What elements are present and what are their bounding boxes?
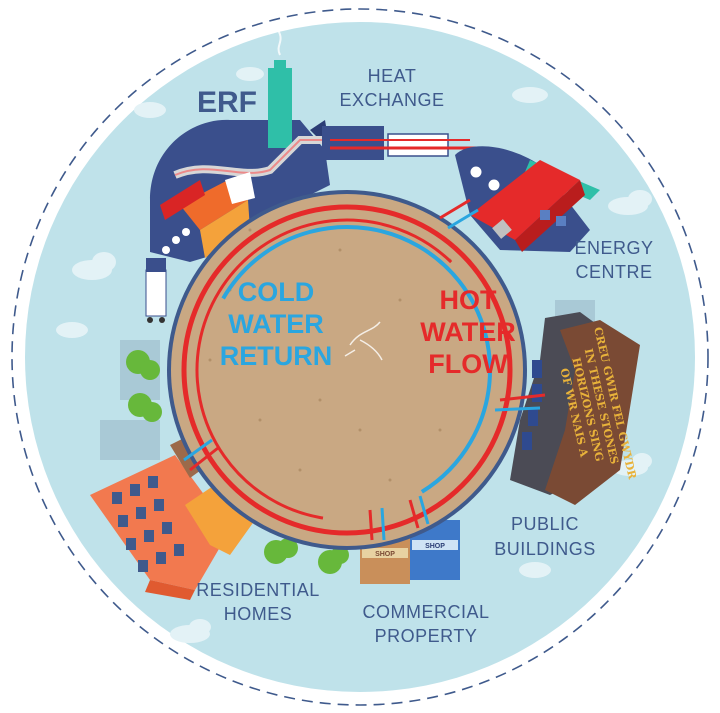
cold-water-pipe-loop bbox=[202, 225, 492, 515]
heat-exchange-line-1: HEAT bbox=[368, 66, 417, 86]
erf-chimney bbox=[268, 68, 292, 148]
energy-centre-label: ENERGY CENTRE bbox=[574, 238, 653, 282]
heat-exchange-line-2: EXCHANGE bbox=[339, 90, 444, 110]
residential-homes-label: RESIDENTIAL HOMES bbox=[196, 580, 320, 624]
cold-label-line-1: COLD bbox=[238, 277, 315, 307]
commercial-property-line-2: PROPERTY bbox=[375, 626, 478, 646]
public-building bbox=[510, 312, 640, 505]
commercial-property-line-1: COMMERCIAL bbox=[362, 602, 489, 622]
dashed-boundary-ring bbox=[11, 8, 709, 706]
residential-homes-line-2: HOMES bbox=[224, 604, 293, 624]
hot-label-line-3: FLOW bbox=[428, 349, 508, 379]
public-buildings-label: PUBLIC BUILDINGS bbox=[494, 514, 596, 559]
hot-label-line-2: WATER bbox=[420, 317, 516, 347]
cold-label-line-3: RETURN bbox=[220, 341, 333, 371]
erf-label: ERF bbox=[197, 86, 257, 119]
erf-furnace bbox=[160, 172, 255, 258]
energy-centre-line-1: ENERGY bbox=[574, 238, 653, 258]
cold-water-return-label: COLD WATER RETURN bbox=[220, 277, 333, 371]
public-buildings-line-2: BUILDINGS bbox=[494, 539, 596, 559]
clouds bbox=[56, 67, 652, 643]
residential-homes-line-1: RESIDENTIAL bbox=[196, 580, 320, 600]
trees bbox=[126, 350, 349, 574]
heat-exchange-label: HEAT EXCHANGE bbox=[339, 66, 444, 110]
hot-water-flow-label: HOT WATER FLOW bbox=[420, 285, 516, 379]
hot-water-pipe-loop bbox=[181, 204, 513, 536]
ground-disc bbox=[171, 194, 523, 546]
cold-label-line-2: WATER bbox=[228, 309, 324, 339]
public-buildings-line-1: PUBLIC bbox=[511, 514, 579, 534]
pipe-connections bbox=[183, 198, 546, 541]
delivery-truck bbox=[145, 258, 167, 323]
heat-exchange-unit bbox=[322, 126, 384, 160]
hot-label-line-1: HOT bbox=[440, 285, 498, 315]
shop-right-sign: SHOP bbox=[425, 543, 445, 550]
commercial-property-label: COMMERCIAL PROPERTY bbox=[362, 602, 489, 646]
hot-water-inner-pipe bbox=[195, 218, 499, 522]
energy-centre-line-2: CENTRE bbox=[575, 262, 652, 282]
shop-left-sign: SHOP bbox=[375, 551, 395, 558]
